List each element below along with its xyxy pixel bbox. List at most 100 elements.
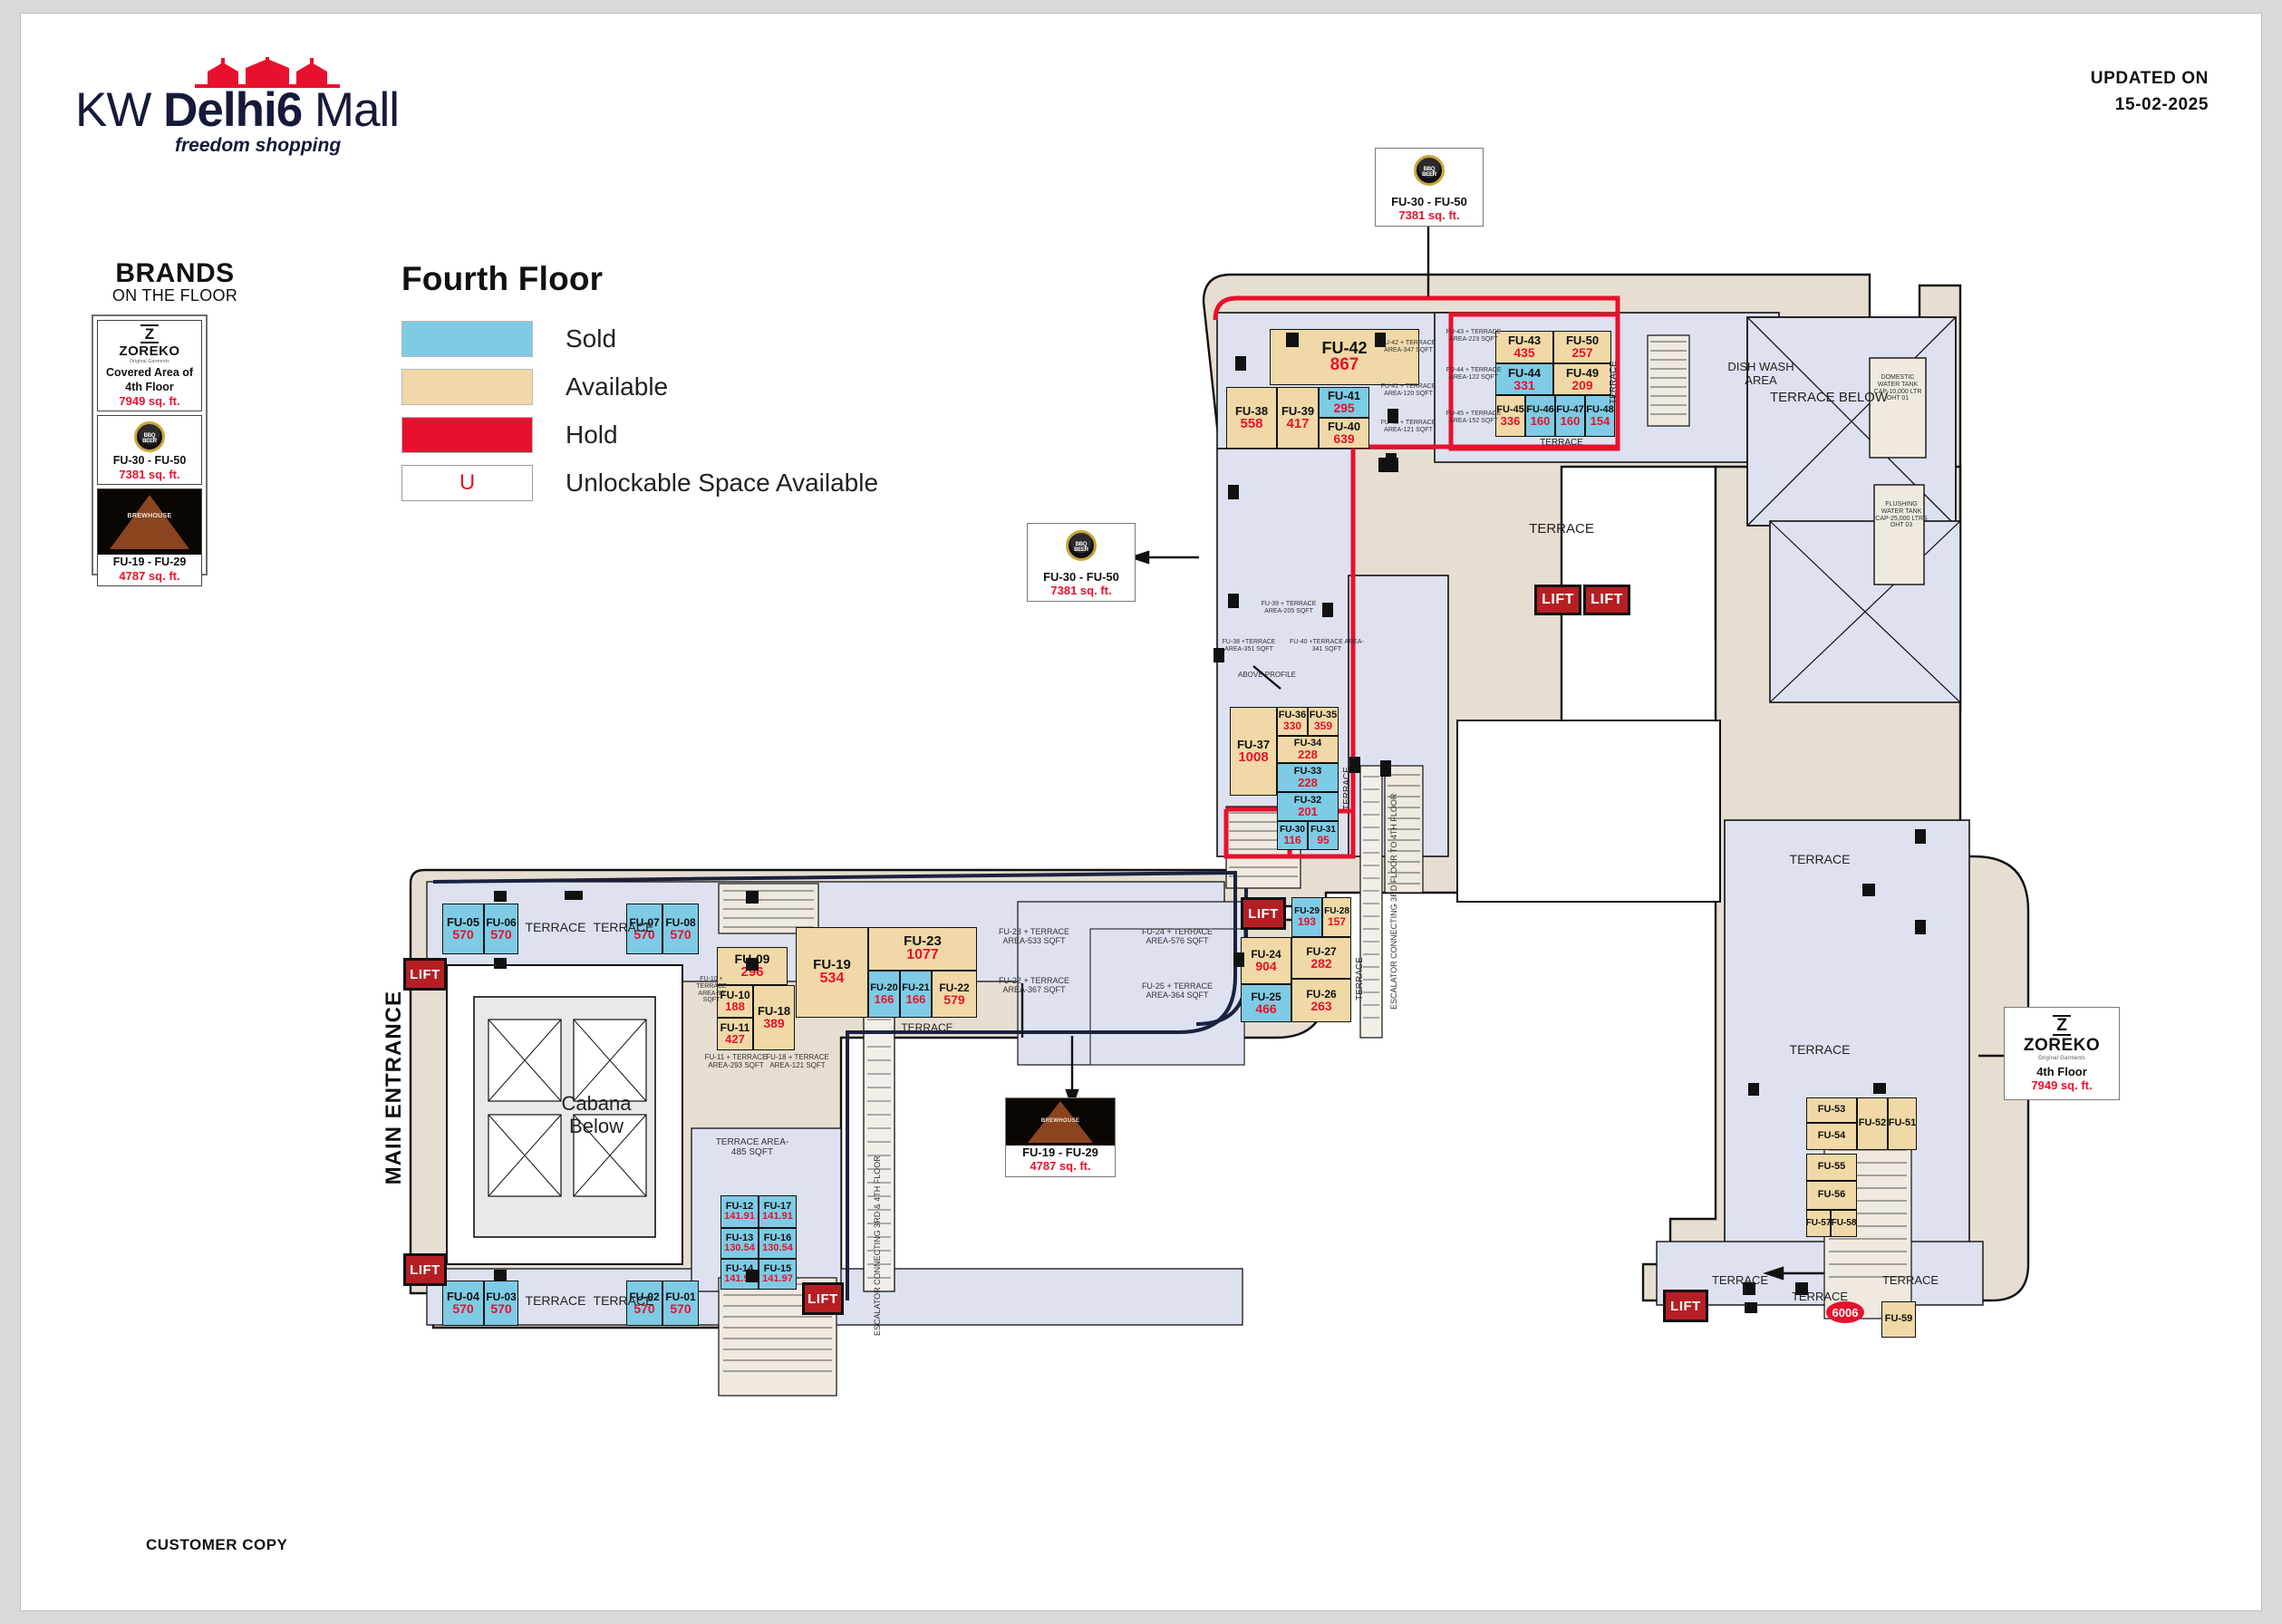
unit-FU-51[interactable]: FU-51 bbox=[1888, 1097, 1917, 1150]
zoreko-area: 7949 sq. ft. bbox=[119, 394, 180, 409]
unit-FU-46[interactable]: FU-46 160 bbox=[1525, 395, 1555, 437]
lift-south-stair[interactable]: LIFT bbox=[802, 1282, 844, 1315]
unit-FU-58[interactable]: FU-58 bbox=[1831, 1210, 1857, 1237]
unit-FU-34[interactable]: FU-34 228 bbox=[1277, 736, 1339, 763]
unit-FU-53[interactable]: FU-53 bbox=[1806, 1097, 1857, 1123]
unit-FU-25[interactable]: FU-25 466 bbox=[1241, 984, 1291, 1022]
unit-FU-52[interactable]: FU-52 bbox=[1857, 1097, 1888, 1150]
callout-bbq-top[interactable]: BBQ BEER FU-30 - FU-50 7381 sq. ft. bbox=[1375, 148, 1484, 227]
brands-on-the-floor-box: Z ZOREKO Original Garments Covered Area … bbox=[92, 314, 208, 587]
unit-FU-43[interactable]: FU-43 435 bbox=[1495, 331, 1553, 363]
unit-FU-07[interactable]: FU-07 570 bbox=[626, 904, 662, 954]
unit-FU-32[interactable]: FU-32 201 bbox=[1277, 792, 1339, 821]
legend-item-hold[interactable]: Hold bbox=[401, 411, 878, 459]
legend-item-unlockable[interactable]: U Unlockable Space Available bbox=[401, 459, 878, 507]
unit-area: 558 bbox=[1240, 415, 1263, 431]
callout-area: 7381 sq. ft. bbox=[1398, 208, 1460, 222]
lift-west-top[interactable]: LIFT bbox=[403, 958, 447, 991]
unit-FU-59[interactable]: FU-59 bbox=[1881, 1301, 1916, 1338]
unit-FU-24[interactable]: FU-24 904 bbox=[1241, 937, 1291, 984]
unit-FU-33[interactable]: FU-33 228 bbox=[1277, 763, 1339, 792]
unit-FU-30[interactable]: FU-30 116 bbox=[1277, 821, 1308, 850]
unit-area: 141.97 bbox=[762, 1273, 793, 1284]
unit-FU-27[interactable]: FU-27 282 bbox=[1291, 937, 1351, 979]
unlockable-marker-6006[interactable]: 6006 bbox=[1826, 1301, 1864, 1323]
unit-FU-54[interactable]: FU-54 bbox=[1806, 1123, 1857, 1150]
unit-FU-57[interactable]: FU-57 bbox=[1806, 1210, 1831, 1237]
unit-id: FU-12 bbox=[725, 1200, 754, 1212]
unit-FU-19[interactable]: FU-19 534 bbox=[796, 927, 868, 1018]
unit-FU-15[interactable]: FU-15 141.97 bbox=[759, 1259, 797, 1290]
unit-FU-04[interactable]: FU-04 570 bbox=[442, 1281, 484, 1326]
unit-FU-31[interactable]: FU-31 95 bbox=[1308, 821, 1339, 850]
unit-FU-55[interactable]: FU-55 bbox=[1806, 1154, 1857, 1181]
unit-FU-08[interactable]: FU-08 570 bbox=[662, 904, 699, 954]
unit-id: FU-37 bbox=[1236, 737, 1271, 751]
structural-column bbox=[1745, 1302, 1757, 1313]
unit-area: 336 bbox=[1500, 413, 1521, 428]
legend-item-available[interactable]: Available bbox=[401, 362, 878, 411]
brand-card-zoreko[interactable]: Z ZOREKO Original Garments Covered Area … bbox=[97, 320, 202, 412]
lift-east[interactable]: LIFT bbox=[1663, 1290, 1708, 1322]
structural-column bbox=[1322, 603, 1333, 617]
callout-bbq-left[interactable]: BBQ BEER FU-30 - FU-50 7381 sq. ft. bbox=[1027, 523, 1136, 602]
unit-FU-17[interactable]: FU-17 141.91 bbox=[759, 1195, 797, 1228]
unit-id: FU-48 bbox=[1586, 403, 1614, 415]
unit-id: FU-11 bbox=[720, 1021, 750, 1035]
unit-FU-21[interactable]: FU-21 166 bbox=[900, 971, 932, 1018]
lift-west-bottom[interactable]: LIFT bbox=[403, 1253, 447, 1286]
unit-FU-41[interactable]: FU-41 295 bbox=[1319, 387, 1369, 418]
unit-id: FU-21 bbox=[902, 981, 930, 993]
unit-FU-16[interactable]: FU-16 130.54 bbox=[759, 1228, 797, 1259]
unit-FU-14[interactable]: FU-14 141.97 bbox=[720, 1259, 759, 1290]
lift-north-1[interactable]: LIFT bbox=[1534, 585, 1581, 615]
unit-FU-44[interactable]: FU-44 331 bbox=[1495, 363, 1553, 395]
unit-FU-10[interactable]: FU-10 188 bbox=[717, 985, 753, 1018]
brand-card-bbq-beer[interactable]: BBQ BEER FU-30 - FU-50 7381 sq. ft. bbox=[97, 415, 202, 486]
unit-FU-38[interactable]: FU-38 558 bbox=[1226, 387, 1277, 449]
unit-FU-56[interactable]: FU-56 bbox=[1806, 1181, 1857, 1210]
unit-FU-11[interactable]: FU-11 427 bbox=[717, 1018, 753, 1050]
unit-FU-03[interactable]: FU-03 570 bbox=[484, 1281, 518, 1326]
unit-area: 570 bbox=[452, 1301, 474, 1317]
structural-column bbox=[746, 891, 759, 904]
unit-FU-20[interactable]: FU-20 166 bbox=[868, 971, 900, 1018]
unit-area: 193 bbox=[1297, 914, 1317, 928]
unit-FU-28[interactable]: FU-28 157 bbox=[1322, 897, 1351, 937]
unit-FU-39[interactable]: FU-39 417 bbox=[1277, 387, 1319, 449]
unit-FU-45[interactable]: FU-45 336 bbox=[1495, 395, 1525, 437]
unit-FU-49[interactable]: FU-49 209 bbox=[1553, 363, 1611, 395]
unit-FU-22[interactable]: FU-22 579 bbox=[932, 971, 977, 1018]
unit-FU-29[interactable]: FU-29 193 bbox=[1291, 897, 1322, 937]
callout-zoreko[interactable]: Z ZOREKO Original Garments 4th Floor 794… bbox=[2004, 1007, 2120, 1101]
unit-FU-13[interactable]: FU-13 130.54 bbox=[720, 1228, 759, 1259]
structural-column bbox=[1915, 920, 1926, 934]
unit-FU-18[interactable]: FU-18 389 bbox=[753, 985, 795, 1050]
lift-north-2[interactable]: LIFT bbox=[1583, 585, 1630, 615]
unit-FU-06[interactable]: FU-06 570 bbox=[484, 904, 518, 954]
unit-FU-40[interactable]: FU-40 639 bbox=[1319, 418, 1369, 449]
unit-FU-47[interactable]: FU-47 160 bbox=[1555, 395, 1585, 437]
zoreko-brand-sub: Original Garments bbox=[130, 359, 169, 365]
unit-FU-50[interactable]: FU-50 257 bbox=[1553, 331, 1611, 363]
callout-brewhouse[interactable]: BREWHOUSE FU-19 - FU-29 4787 sq. ft. bbox=[1005, 1097, 1116, 1177]
lift-mid[interactable]: LIFT bbox=[1241, 897, 1286, 930]
unit-FU-01[interactable]: FU-01 570 bbox=[662, 1281, 699, 1326]
unit-id: FU-29 bbox=[1294, 905, 1320, 916]
unit-FU-23[interactable]: FU-23 1077 bbox=[868, 927, 977, 971]
unit-FU-26[interactable]: FU-26 263 bbox=[1291, 979, 1351, 1022]
unit-FU-37[interactable]: FU-37 1008 bbox=[1230, 707, 1277, 796]
unit-FU-12[interactable]: FU-12 141.91 bbox=[720, 1195, 759, 1228]
unit-FU-02[interactable]: FU-02 570 bbox=[626, 1281, 662, 1326]
unit-id: FU-47 bbox=[1556, 403, 1584, 415]
unit-FU-36[interactable]: FU-36 330 bbox=[1277, 707, 1308, 736]
logo-mall: Mall bbox=[302, 83, 400, 137]
unit-FU-05[interactable]: FU-05 570 bbox=[442, 904, 484, 954]
unit-FU-35[interactable]: FU-35 359 bbox=[1308, 707, 1339, 736]
brand-card-brewhouse[interactable]: BREWHOUSE FU-19 - FU-29 4787 sq. ft. bbox=[97, 488, 202, 587]
unit-id: FU-06 bbox=[486, 915, 517, 929]
structural-column bbox=[746, 1270, 759, 1282]
unit-FU-48[interactable]: FU-48 154 bbox=[1585, 395, 1615, 437]
legend-item-sold[interactable]: Sold bbox=[401, 314, 878, 362]
unit-area: 228 bbox=[1298, 747, 1318, 761]
